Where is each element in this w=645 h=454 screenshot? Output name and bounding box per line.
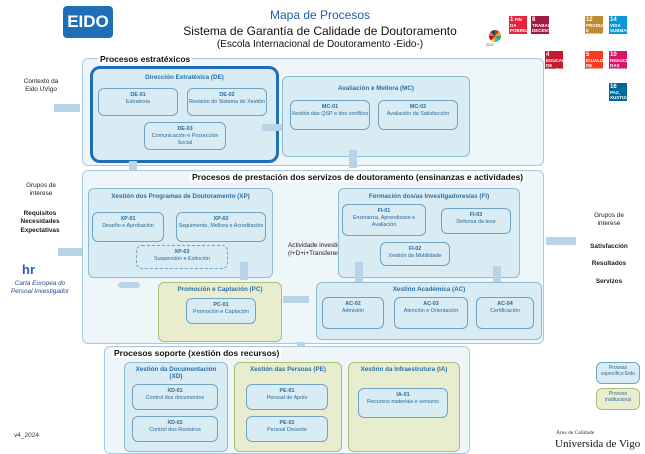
xd-title: Xestión da Documentación (XD) (135, 366, 217, 380)
university-logo: Universida de Vigo (555, 438, 641, 450)
legend-specific: Proceso específico Eido (596, 362, 640, 384)
hr-logo: hr (22, 262, 35, 277)
version-label: v4_2024 (14, 432, 39, 439)
de-title: Dirección Estratéxica (DE) (145, 74, 224, 81)
pc-title: Promoción e Captación (PC) (177, 286, 263, 293)
fi-title: Formación dos/as Investigadores/as (FI) (368, 193, 490, 200)
sdg-12-icon: 12 PRODUCIÓN E CONSUMO (585, 16, 603, 34)
sdg-5-icon: 5 IGUALDADE DE XÉNERO (585, 51, 603, 69)
up-arrow (349, 150, 357, 168)
sdg-10-icon: 10 REDUCIÓN DAS DESIGUALDADES (609, 51, 627, 69)
sdg-14-icon: 14 VIDA SUBMARINA (609, 16, 627, 34)
hr-caption: Carta Europea do Persoal Investigador (10, 280, 70, 296)
quality-area-label: Área de Calidade (556, 430, 595, 436)
sdg-1-icon: 1 FIN DA POBREZA (509, 16, 527, 34)
pc-area: Promoción e Captación (PC) (158, 282, 282, 342)
output-arrow (546, 237, 576, 245)
fi-down-arrow (493, 266, 501, 282)
mc-title: Avaliación e Mellora (MC) (337, 85, 415, 92)
sdg-label: SDG (486, 43, 494, 47)
mc-to-de-arrow (262, 124, 282, 131)
ia-title: Xestión da Infraestrutura (IA) (360, 366, 448, 373)
school-name: (Escola Internacional de Doutoramento -E… (216, 39, 424, 50)
sdg-wheel-icon (489, 30, 501, 42)
down-arrow (129, 161, 137, 173)
research-activity-label: Actividade investigadora (I+D+i+Transfer… (288, 242, 358, 258)
page-subtitle: Sistema de Garantía de Calidade de Douto… (183, 24, 457, 38)
pc-up-arrow (240, 262, 248, 280)
page-title: Mapa de Procesos (269, 8, 371, 22)
legend-institutional: Proceso institucional (596, 388, 640, 410)
input-arrow (58, 248, 82, 256)
sdg-8-icon: 8 TRABALLO DECENTE (531, 16, 549, 34)
eido-logo: EIDO (63, 6, 113, 38)
xp-title: Xestión dos Programas de Doutoramento (X… (111, 193, 250, 200)
sdg-16-icon: 16 PAZ, XUSTIZA (609, 83, 627, 101)
service-processes-label: Procesos de prestación dos servizos de d… (190, 172, 526, 182)
ac-up-arrow (355, 262, 363, 282)
strategic-processes-label: Procesos estratéxicos (98, 54, 193, 64)
support-processes-label: Procesos soporte (xestión dos recursos) (112, 348, 282, 358)
pe-title: Xestión das Persoas (PE) (250, 366, 326, 373)
pc-to-ac-arrow (283, 296, 309, 303)
input-arrow (54, 104, 80, 112)
ac-title: Xestión Académica (AC) (392, 286, 466, 293)
curved-arrow (118, 282, 140, 288)
sdg-4-icon: 4 EDUCACIÓN DE CALIDADE (545, 51, 563, 69)
